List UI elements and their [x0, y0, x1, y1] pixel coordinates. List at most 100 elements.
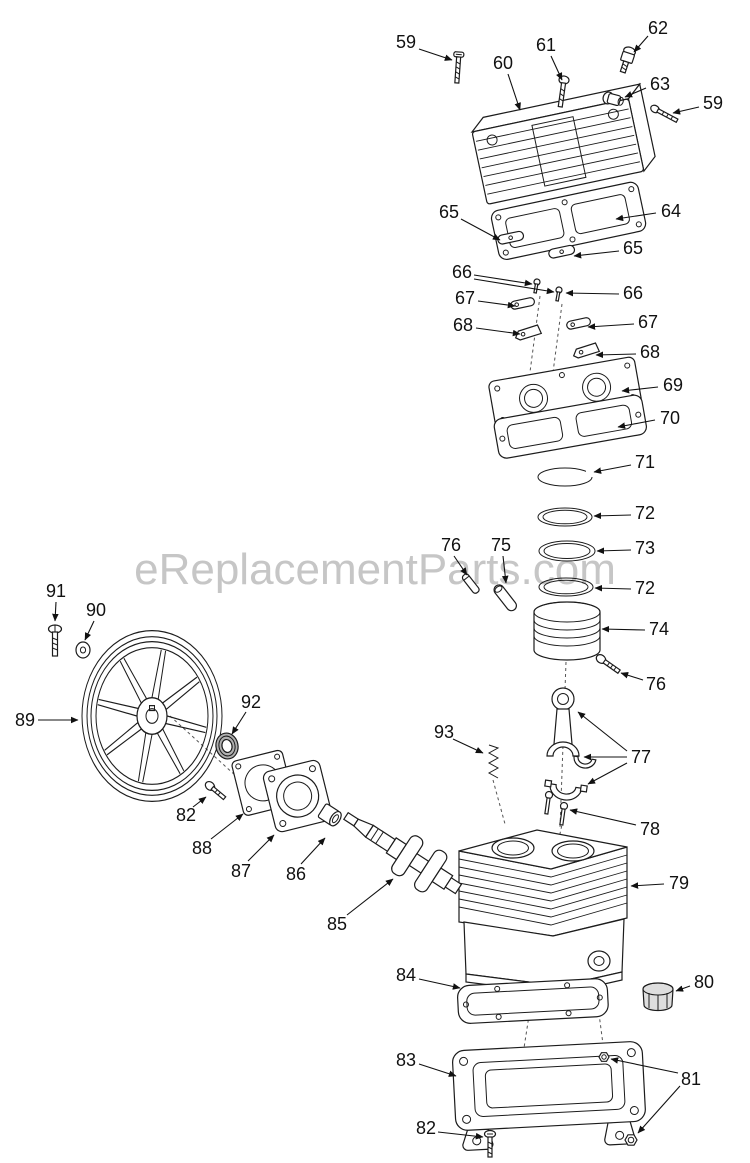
callout-77: 77: [631, 747, 651, 767]
leader-line-68: [595, 351, 637, 359]
leader-line-79: [630, 882, 665, 889]
callout-76: 76: [441, 535, 461, 555]
leader-line-66: [473, 278, 555, 295]
callout-78: 78: [640, 819, 660, 839]
screw-91: [47, 624, 63, 657]
spring-93: [487, 744, 500, 779]
piston-74: [533, 601, 601, 661]
callout-82: 82: [416, 1118, 436, 1138]
bushing-86: [317, 803, 342, 827]
cylinder-gasket-70: [493, 394, 647, 459]
valve-stop-68b: [572, 342, 601, 359]
leader-line-65: [573, 250, 620, 259]
leader-line-77: [587, 762, 628, 785]
cylinder-head: [470, 82, 656, 205]
leader-line-88: [210, 813, 244, 840]
leader-line-61: [550, 55, 563, 81]
leader-line-66: [473, 274, 533, 287]
valve-reed-67b: [566, 317, 591, 330]
valve-gasket-65b: [548, 244, 576, 259]
leader-line-60: [507, 73, 521, 111]
callout-87: 87: [231, 861, 251, 881]
screw-76b: [595, 654, 622, 675]
callout-62: 62: [648, 18, 668, 38]
plug-63: [602, 91, 624, 107]
callout-80: 80: [694, 972, 714, 992]
screw-82-left: [204, 780, 227, 801]
callout-70: 70: [660, 408, 680, 428]
leader-line-77: [577, 711, 628, 752]
rod-bolt-78a: [544, 790, 554, 815]
callout-91: 91: [46, 581, 66, 601]
leader-line-81: [610, 1057, 679, 1074]
crankshaft-85: [342, 811, 463, 895]
watermark: eReplacementParts.com: [134, 545, 616, 594]
leader-line-59: [418, 48, 453, 61]
leader-line-85: [346, 878, 394, 916]
leader-line-59: [672, 106, 700, 115]
screw-59-left: [453, 51, 465, 84]
leader-line-82: [192, 796, 207, 808]
flywheel-spokes: [97, 649, 207, 783]
piston-ring-72b: [538, 577, 594, 597]
callout-74: 74: [649, 619, 669, 639]
screw-82-bottom: [483, 1129, 497, 1158]
callout-60: 60: [493, 53, 513, 73]
callout-89: 89: [15, 710, 35, 730]
leader-line-82: [437, 1131, 484, 1140]
callout-92: 92: [241, 692, 261, 712]
bearing-plate-87: [262, 759, 333, 833]
wrist-pin-75: [493, 584, 517, 612]
callout-84: 84: [396, 965, 416, 985]
callout-72: 72: [635, 503, 655, 523]
callout-65: 65: [439, 202, 459, 222]
connecting-rod-77: [544, 687, 597, 801]
callout-81: 81: [681, 1069, 701, 1089]
screw-59-right: [650, 104, 679, 124]
leader-line-65: [460, 218, 501, 241]
callout-59: 59: [396, 32, 416, 52]
callout-63: 63: [650, 74, 670, 94]
leader-line-67: [477, 300, 516, 309]
callout-72: 72: [635, 578, 655, 598]
plug-cap-80: [642, 982, 674, 1012]
leader-line-78: [569, 808, 637, 826]
leader-line-76: [620, 672, 644, 681]
callout-76: 76: [646, 674, 666, 694]
callout-79: 79: [669, 873, 689, 893]
callout-75: 75: [491, 535, 511, 555]
callout-69: 69: [663, 375, 683, 395]
fitting-62: [619, 46, 636, 74]
leader-line-75: [501, 555, 509, 584]
retaining-ring-71: [537, 467, 595, 487]
leader-line-72: [593, 512, 632, 520]
leader-line-86: [300, 837, 326, 865]
callout-71: 71: [635, 452, 655, 472]
leader-line-72: [594, 584, 632, 592]
leader-line-74: [601, 625, 646, 633]
piston-ring-72a: [537, 507, 593, 527]
leader-line-91: [52, 601, 59, 622]
callout-67: 67: [638, 312, 658, 332]
callout-83: 83: [396, 1050, 416, 1070]
leader-line-92: [231, 711, 247, 735]
valve-screw-66b: [555, 286, 563, 302]
callout-66: 66: [452, 262, 472, 282]
leader-line-70: [617, 419, 656, 429]
callout-65: 65: [623, 238, 643, 258]
leader-line-90: [84, 620, 95, 641]
bearing-92: [215, 732, 239, 760]
callout-66: 66: [623, 283, 643, 303]
washer-90: [75, 641, 91, 659]
callout-59: 59: [703, 93, 723, 113]
leader-line-81: [637, 1085, 681, 1134]
valve-reed-67a: [510, 297, 535, 310]
crankcase-gasket-84: [457, 978, 609, 1024]
callout-93: 93: [434, 722, 454, 742]
nut-81b: [624, 1134, 638, 1146]
callout-68: 68: [453, 315, 473, 335]
valve-stop-68a: [514, 324, 543, 341]
piston-ring-73: [538, 540, 596, 562]
leader-line-84: [418, 978, 461, 990]
